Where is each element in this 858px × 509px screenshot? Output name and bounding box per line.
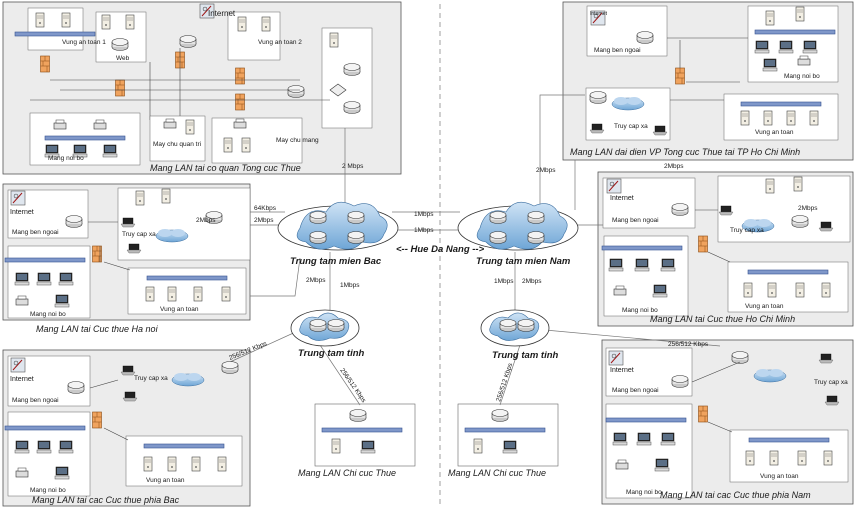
label-internet-pn: Internet (610, 367, 634, 374)
phia-bac-contents (4, 355, 243, 497)
bw-2mbps-hcm-top: 2Mbps (664, 163, 684, 170)
label-truy-cap-xa-vp: Truy cap xa (614, 123, 648, 130)
label-web: Web (116, 55, 130, 62)
hub-tinh-right (480, 309, 550, 347)
bw-256-512-chicuc-right: 256/512 Kbps (495, 362, 514, 403)
title-chi-cuc-left: Mang LAN Chi cuc Thue (298, 468, 396, 478)
link-nam-vp-2 (539, 94, 585, 210)
label-mang-ben-ngoai-hn: Mang ben ngoai (12, 229, 59, 236)
label-vung-an-toan-hn: Vung an toan (160, 306, 199, 313)
link-phiabac-tinh (229, 329, 301, 363)
label-trung-tam-tinh-left: Trung tam tinh (298, 348, 365, 359)
label-vung-an-toan-pn: Vung an toan (760, 473, 799, 480)
label-may-chu-quan-tri: May chu quan tri (153, 141, 201, 148)
bw-2mbps-hcm-inner: 2Mbps (798, 205, 818, 212)
label-vung-an-toan-hcm: Vung an toan (745, 303, 784, 310)
label-truy-cap-xa-hcm: Truy cap xa (730, 227, 764, 234)
text-labels: Vung an toan 1 Web Internet Vung an toan… (10, 9, 848, 505)
hub-tinh-left (290, 309, 360, 347)
vp-hcm-contents (585, 5, 839, 141)
label-mang-ben-ngoai-pb: Mang ben ngoai (12, 397, 59, 404)
label-mang-ben-ngoai-pn: Mang ben ngoai (612, 387, 659, 394)
label-trung-tam-tinh-right: Trung tam tinh (492, 350, 559, 361)
label-mang-ben-ngoai-hcm: Mang ben ngoai (612, 217, 659, 224)
title-phia-nam: Mang LAN tai cac Cuc thue phia Nam (660, 490, 811, 500)
title-vp-hcm: Mang LAN dai dien VP Tong cuc Thue tai T… (570, 147, 800, 157)
label-internet-top: Internet (208, 9, 236, 18)
label-internet-hn: Internet (10, 209, 34, 216)
label-truy-cap-xa-pb: Truy cap xa (134, 375, 168, 382)
label-truy-cap-xa-pn: Truy cap xa (814, 379, 848, 386)
phia-nam-contents (605, 347, 849, 499)
bw-2mbps-hn: 2Mbps (254, 217, 274, 224)
label-internet-vp: Internet (590, 11, 608, 17)
bw-64kbps-hn: 64Kbps (254, 205, 277, 212)
bw-256-512-chicuc-left: 256/512 Kbps (338, 367, 367, 404)
label-vung-an-toan-vp: Vung an toan (755, 129, 794, 136)
bw-2mbps-hn-inner: 2Mbps (196, 217, 216, 224)
label-mang-noi-bo-hn: Mang noi bo (30, 311, 66, 318)
label-mang-noi-bo-pn: Mang noi bo (626, 489, 662, 496)
label-mang-noi-bo-pb: Mang noi bo (30, 487, 66, 494)
label-vung-an-toan-2: Vung an toan 2 (258, 39, 302, 46)
hub-mien-nam (457, 201, 579, 251)
label-mang-noi-bo-vp: Mang noi bo (784, 73, 820, 80)
label-vung-an-toan-1: Vung an toan 1 (62, 39, 106, 46)
link-tinh-chicuc-left (319, 344, 361, 406)
bw-1mbps-bac-tinh: 1Mbps (340, 282, 360, 289)
bw-256-512-pn: 256/512 Kbps (668, 341, 709, 348)
label-internet-pb: Internet (10, 376, 34, 383)
tongcuc-contents (14, 3, 373, 166)
bw-2mbps-nam-tinh: 2Mbps (522, 278, 542, 285)
bw-1mbps-top: 1Mbps (414, 211, 434, 218)
link-tinh-phianam (544, 329, 721, 347)
title-ha-noi: Mang LAN tai Cuc thue Ha noi (36, 324, 159, 334)
title-phia-bac: Mang LAN tai cac Cuc thue phia Bac (32, 495, 180, 505)
bw-1mbps-nam-tinh: 1Mbps (494, 278, 514, 285)
hub-mien-bac (277, 201, 399, 251)
title-chi-cuc-right: Mang LAN Chi cuc Thue (448, 468, 546, 478)
link-bac-tinh-2 (250, 257, 301, 297)
bw-2mbps-vp: 2Mbps (536, 167, 556, 174)
label-hue-da-nang: <-- Hue Da Nang --> (396, 244, 485, 255)
label-may-chu-mang: May chu mang (276, 137, 319, 144)
title-tong-cuc: Mang LAN tai co quan Tong cuc Thue (150, 163, 301, 173)
bw-2mbps-tongcuc: 2 Mbps (342, 163, 364, 170)
bw-1mbps-bottom: 1Mbps (414, 227, 434, 234)
title-cuc-hcm: Mang LAN tai Cuc thue Ho Chi Minh (650, 314, 795, 324)
label-trung-tam-mien-nam: Trung tam mien Nam (476, 256, 571, 267)
label-truy-cap-xa-hn: Truy cap xa (122, 231, 156, 238)
wan-links (229, 94, 721, 406)
label-mang-noi-bo-hcm: Mang noi bo (622, 307, 658, 314)
link-tinh-chicuc-right (499, 344, 521, 406)
cuc-hcm-contents (601, 175, 851, 317)
bw-2mbps-bac-tinh: 2Mbps (306, 277, 326, 284)
label-mang-ben-ngoai-vp: Mang ben ngoai (594, 47, 641, 54)
label-trung-tam-mien-bac: Trung tam mien Bac (290, 256, 382, 267)
label-internet-hcm: Internet (610, 195, 634, 202)
ha-noi-contents (4, 187, 251, 319)
label-mang-noi-bo-top: Mang noi bo (48, 155, 84, 162)
label-vung-an-toan-pb: Vung an toan (146, 477, 185, 484)
